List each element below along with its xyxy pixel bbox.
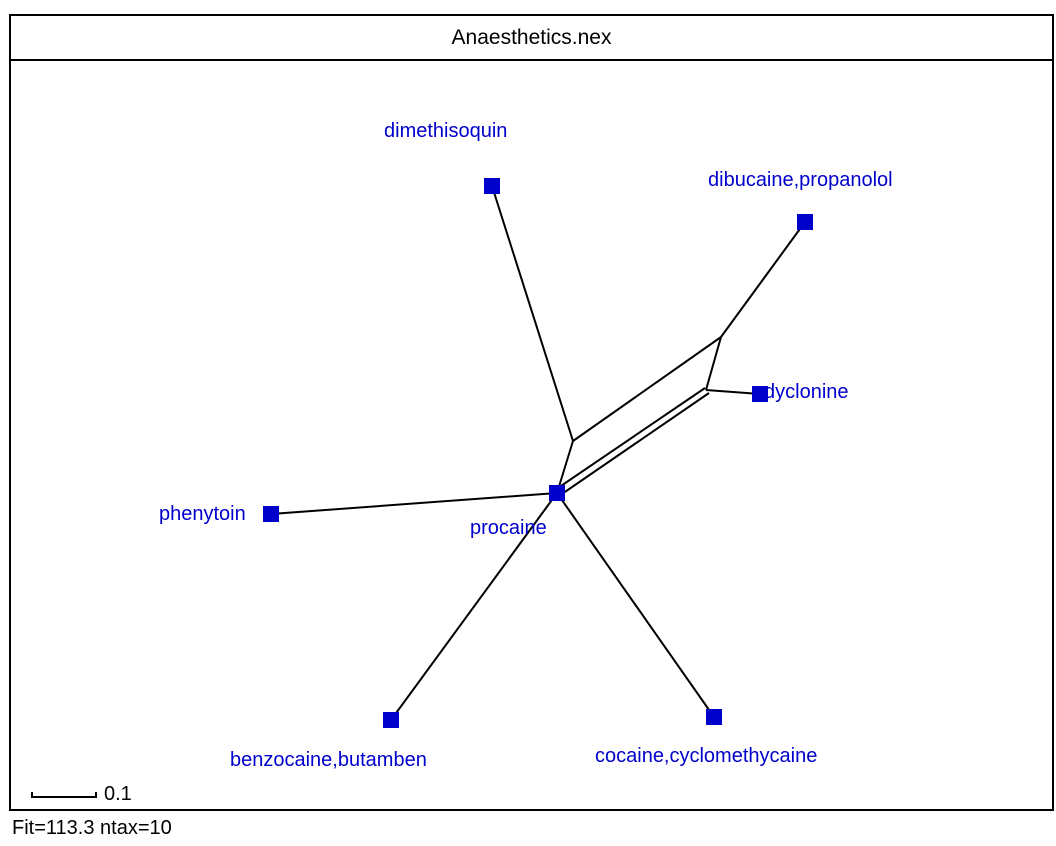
taxon-label-phenytoin[interactable]: phenytoin xyxy=(159,503,246,525)
taxon-node-benzocaine-butamben[interactable] xyxy=(383,712,399,728)
network-edge xyxy=(270,492,558,515)
taxon-labels: dimethisoquin dibucaine,propanolol dycloni… xyxy=(159,120,893,771)
taxon-node-cocaine-cyclomethycaine[interactable] xyxy=(706,709,722,725)
taxon-label-benzocaine-butamben[interactable]: benzocaine,butamben xyxy=(230,749,427,771)
taxon-node-procaine[interactable] xyxy=(549,485,565,501)
network-edge xyxy=(491,185,574,442)
scale-bar-line xyxy=(31,792,97,798)
network-panel: Anaesthetics.nex xyxy=(9,14,1054,811)
window-title: Anaesthetics.nex xyxy=(11,16,1052,61)
taxon-label-dibucaine-propanolol[interactable]: dibucaine,propanolol xyxy=(708,169,893,191)
taxon-node-dimethisoquin[interactable] xyxy=(484,178,500,194)
network-edge xyxy=(556,440,574,494)
network-edge xyxy=(705,389,761,395)
network-edge xyxy=(705,336,722,391)
network-edge xyxy=(390,492,558,721)
taxon-label-cocaine-cyclomethycaine[interactable]: cocaine,cyclomethycaine xyxy=(595,745,817,767)
network-edge xyxy=(720,221,806,338)
scale-bar-label: 0.1 xyxy=(104,783,132,805)
taxon-node-phenytoin[interactable] xyxy=(263,506,279,522)
taxon-label-dyclonine[interactable]: dyclonine xyxy=(764,381,849,403)
taxon-nodes xyxy=(263,178,813,728)
taxon-label-procaine[interactable]: procaine xyxy=(470,517,547,539)
taxon-label-dimethisoquin[interactable]: dimethisoquin xyxy=(384,120,507,142)
network-edge xyxy=(556,492,715,718)
network-edge xyxy=(554,387,706,491)
network-edge xyxy=(558,392,710,497)
taxon-node-dibucaine-propanolol[interactable] xyxy=(797,214,813,230)
scale-bar: 0.1 xyxy=(31,783,132,805)
status-text: Fit=113.3 ntax=10 xyxy=(12,817,172,839)
taxon-node-dyclonine[interactable] xyxy=(752,386,768,402)
network-edges xyxy=(270,185,806,721)
network-edge xyxy=(572,336,722,442)
